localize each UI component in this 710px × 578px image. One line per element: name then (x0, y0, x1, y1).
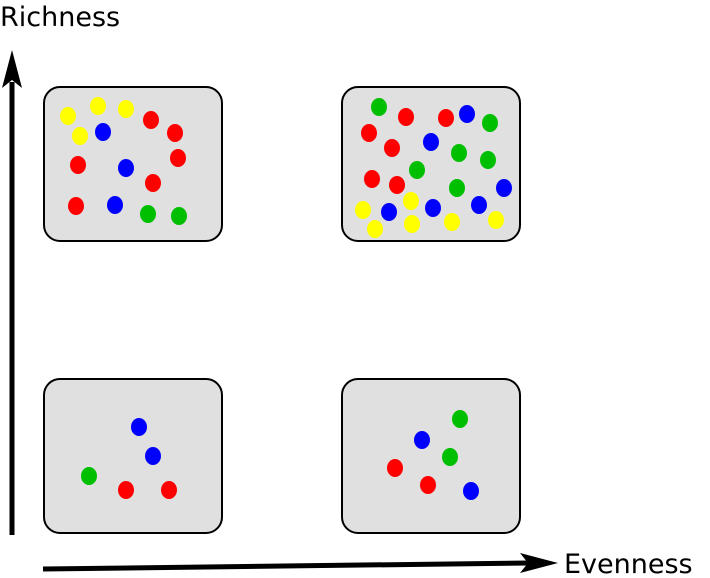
blue-species-dot (459, 105, 475, 123)
red-species-dot (170, 149, 186, 167)
red-species-dot (420, 476, 436, 494)
green-species-dot (482, 114, 498, 132)
yellow-species-dot (118, 100, 134, 118)
yellow-species-dot (355, 201, 371, 219)
blue-species-dot (118, 159, 134, 177)
yellow-species-dot (404, 215, 420, 233)
x-axis-label: Evenness (564, 549, 693, 578)
green-species-dot (140, 205, 156, 223)
red-species-dot (384, 139, 400, 157)
red-species-dot (398, 108, 414, 126)
x-axis-line (42, 560, 529, 572)
y-axis-arrowhead (2, 50, 22, 88)
blue-species-dot (425, 199, 441, 217)
panel-low-richness-low-evenness (43, 378, 223, 534)
yellow-species-dot (488, 211, 504, 229)
red-species-dot (70, 156, 86, 174)
panel-low-richness-high-evenness (341, 378, 521, 534)
red-species-dot (389, 176, 405, 194)
x-axis-arrowhead (520, 553, 558, 573)
blue-species-dot (496, 179, 512, 197)
red-species-dot (68, 197, 84, 215)
yellow-species-dot (60, 107, 76, 125)
blue-species-dot (131, 418, 147, 436)
blue-species-dot (145, 447, 161, 465)
red-species-dot (361, 124, 377, 142)
green-species-dot (81, 467, 97, 485)
panel-box (43, 378, 223, 534)
blue-species-dot (107, 196, 123, 214)
blue-species-dot (381, 203, 397, 221)
red-species-dot (167, 124, 183, 142)
green-species-dot (452, 410, 468, 428)
blue-species-dot (463, 482, 479, 500)
green-species-dot (409, 161, 425, 179)
green-species-dot (451, 144, 467, 162)
green-species-dot (480, 151, 496, 169)
panel-high-richness-low-evenness (43, 86, 223, 242)
green-species-dot (171, 207, 187, 225)
y-axis-label: Richness (0, 2, 120, 33)
red-species-dot (438, 109, 454, 127)
blue-species-dot (414, 431, 430, 449)
red-species-dot (145, 174, 161, 192)
yellow-species-dot (444, 213, 460, 231)
red-species-dot (387, 459, 403, 477)
green-species-dot (449, 179, 465, 197)
blue-species-dot (423, 133, 439, 151)
panel-box (341, 378, 521, 534)
blue-species-dot (95, 123, 111, 141)
yellow-species-dot (367, 220, 383, 238)
yellow-species-dot (90, 97, 106, 115)
red-species-dot (118, 481, 134, 499)
red-species-dot (143, 111, 159, 129)
yellow-species-dot (403, 192, 419, 210)
blue-species-dot (471, 196, 487, 214)
green-species-dot (371, 98, 387, 116)
panel-high-richness-high-evenness (341, 86, 521, 242)
red-species-dot (364, 170, 380, 188)
green-species-dot (442, 448, 458, 466)
yellow-species-dot (72, 127, 88, 145)
red-species-dot (161, 481, 177, 499)
